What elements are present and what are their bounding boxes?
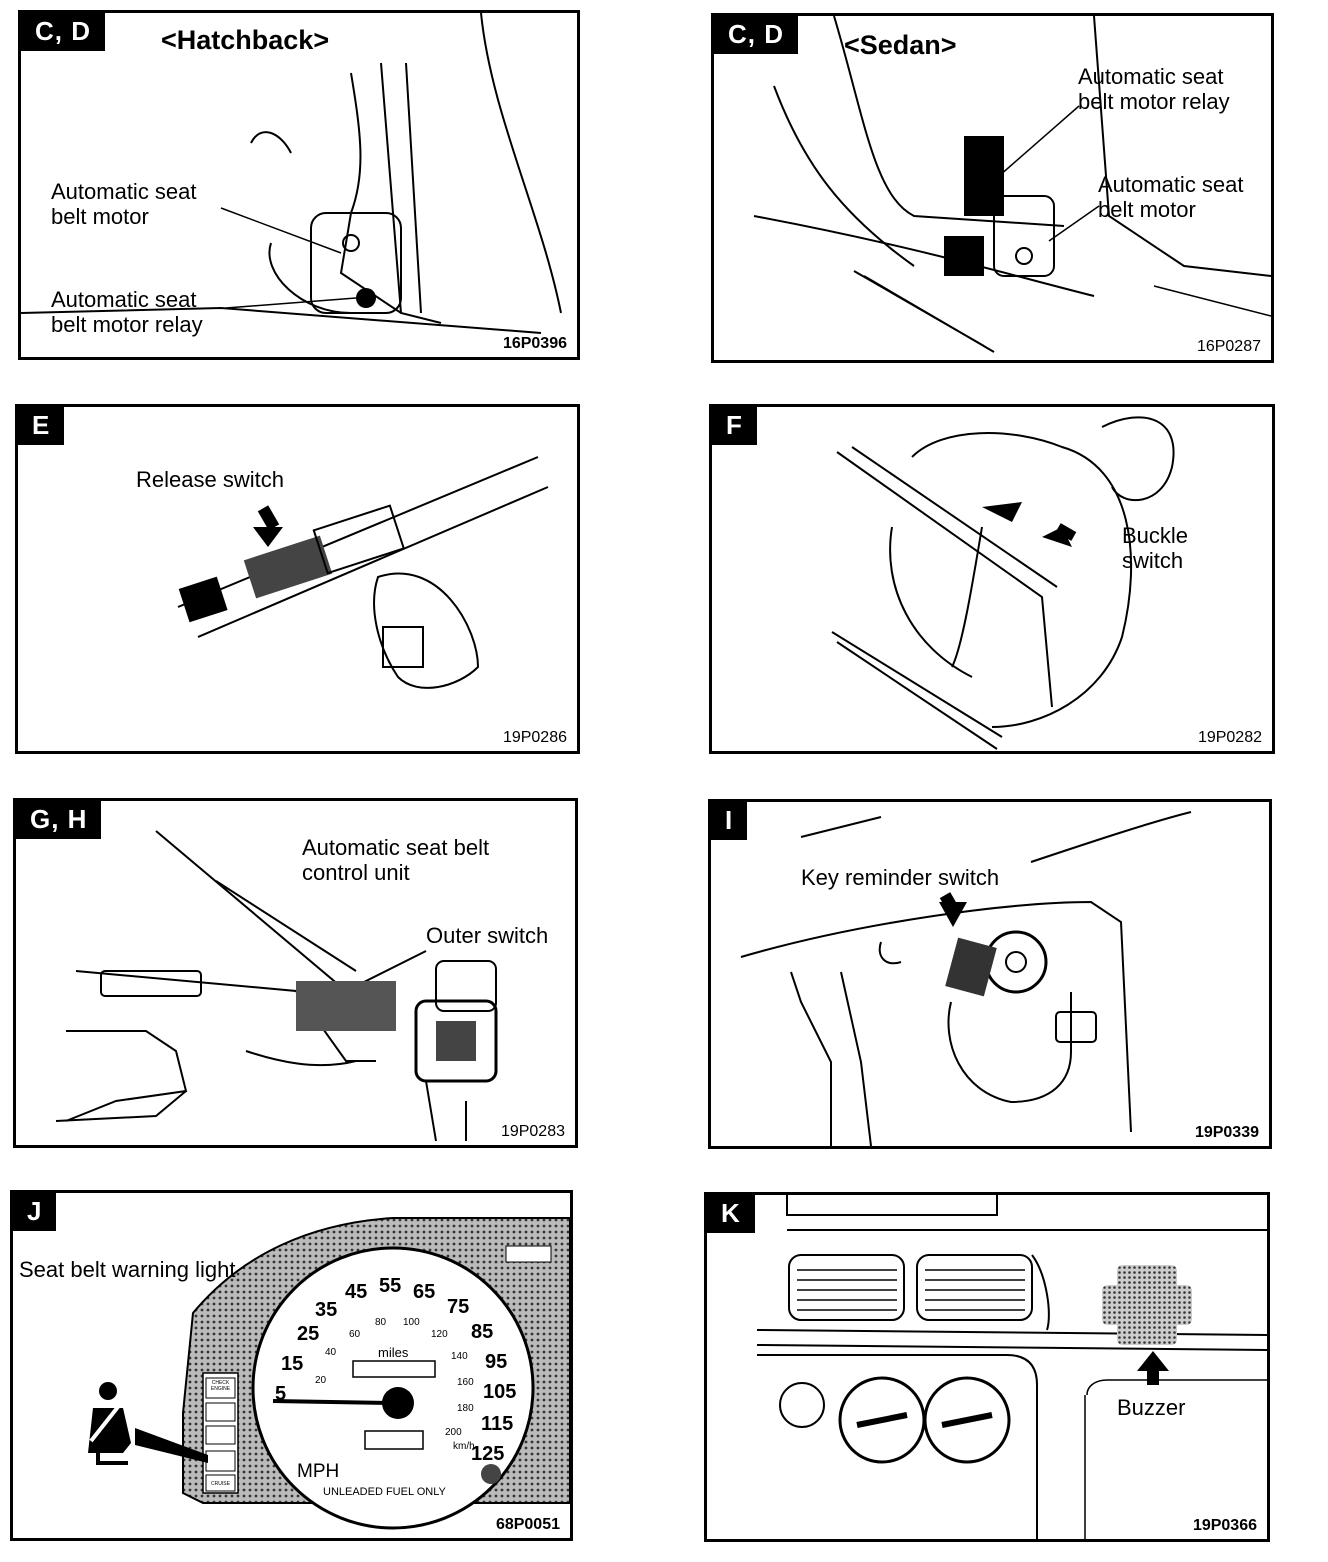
kmh-label: 40	[325, 1347, 337, 1358]
panel-tag: E	[18, 407, 65, 445]
speed-label: 65	[413, 1281, 436, 1303]
speed-label: 85	[471, 1321, 494, 1343]
kmh-label: 140	[451, 1351, 468, 1362]
speed-label: 115	[481, 1413, 514, 1435]
speed-label: 15	[281, 1353, 304, 1375]
callout-key-reminder-switch: Key reminder switch	[801, 865, 1000, 890]
callout-control-unit: Automatic seat belt control unit	[302, 835, 490, 885]
speed-label: 95	[485, 1351, 508, 1373]
figure-code: 19P0366	[1192, 1517, 1257, 1534]
panel-tag: K	[707, 1195, 755, 1233]
kmh-unit: km/h	[453, 1441, 475, 1452]
panel-cd-sedan: C, D <Sedan> Automatic seat belt motor r…	[711, 13, 1274, 363]
panel-tag: F	[712, 407, 757, 445]
callout-motor: Automatic seat belt motor	[51, 179, 197, 229]
figure-code: 19P0283	[500, 1123, 565, 1140]
figure-code: 68P0051	[495, 1516, 560, 1533]
speed-label: 5	[275, 1383, 287, 1405]
callout-release-switch: Release switch	[136, 467, 284, 492]
panel-cd-hatchback: C, D <Hatchback> Automatic seat belt mot…	[18, 10, 580, 360]
panel-i: I Key reminder switch 19P0339	[708, 799, 1272, 1149]
speed-label: 125	[471, 1443, 505, 1465]
key-reminder-illustration	[740, 811, 1192, 1146]
panel-f: F Buckle switch 19P0282	[709, 404, 1275, 754]
speed-label: 75	[447, 1296, 470, 1318]
sedan-illustration	[753, 16, 1271, 353]
callout-motor-relay: Automatic seat belt motor relay	[51, 287, 203, 337]
indicator-cruise: CRUISE	[211, 1481, 230, 1487]
gauge-unit: MPH	[297, 1461, 340, 1482]
odometer-label: miles	[378, 1345, 409, 1360]
panel-subtitle: <Sedan>	[844, 30, 957, 60]
kmh-label: 200	[445, 1427, 462, 1438]
callout-motor-relay: Automatic seat belt motor relay	[1078, 64, 1230, 114]
kmh-label: 60	[349, 1329, 361, 1340]
kmh-label: 20	[315, 1375, 327, 1386]
kmh-label: 80	[375, 1317, 387, 1328]
panel-tag: C, D	[21, 13, 105, 51]
panel-tag: C, D	[714, 16, 798, 54]
callout-buzzer: Buzzer	[1117, 1395, 1186, 1420]
panel-tag: I	[711, 802, 748, 840]
figure-code: 16P0287	[1196, 338, 1261, 355]
callout-seat-belt-warning-light: Seat belt warning light	[19, 1257, 236, 1282]
fuel-note: UNLEADED FUEL ONLY	[323, 1486, 446, 1498]
up-arrow-icon	[1137, 1351, 1169, 1385]
speed-label: 25	[297, 1323, 320, 1345]
instrument-cluster-illustration	[88, 1217, 570, 1530]
panel-j: J Seat belt warning light 5 15 25 35 45 …	[10, 1190, 573, 1541]
dashboard-buzzer-illustration	[707, 1195, 1267, 1539]
kmh-label: 160	[457, 1377, 474, 1388]
speed-label: 55	[379, 1275, 402, 1297]
callout-buckle-switch: Buckle switch	[1122, 523, 1189, 573]
speed-label: 45	[345, 1281, 368, 1303]
callout-motor: Automatic seat belt motor	[1098, 172, 1244, 222]
release-switch-illustration	[177, 456, 549, 689]
speed-label: 105	[483, 1381, 517, 1403]
callout-outer-switch: Outer switch	[426, 923, 549, 948]
figure-code: 16P0396	[502, 335, 567, 352]
buckle-switch-illustration	[831, 416, 1175, 750]
figure-code: 19P0286	[502, 729, 567, 746]
panel-gh: G, H Automatic seat belt control unit Ou…	[13, 798, 578, 1148]
panel-subtitle: <Hatchback>	[161, 25, 330, 55]
panel-k: K Buzzer 19P0366	[704, 1192, 1270, 1542]
kmh-label: 180	[457, 1403, 474, 1414]
kmh-label: 100	[403, 1317, 420, 1328]
figure-code: 19P0282	[1197, 729, 1262, 746]
speed-label: 35	[315, 1299, 338, 1321]
seat-belt-icon	[88, 1382, 131, 1465]
panel-tag: J	[13, 1193, 57, 1231]
panel-e: E Release switch 19P0286	[15, 404, 580, 754]
kmh-label: 120	[431, 1329, 448, 1340]
panel-tag: G, H	[16, 801, 102, 839]
control-unit-illustration	[55, 830, 498, 1142]
indicator-check-engine: CHECK ENGINE	[210, 1380, 231, 1392]
figure-code: 19P0339	[1194, 1124, 1259, 1141]
hatchback-illustration	[21, 13, 562, 334]
